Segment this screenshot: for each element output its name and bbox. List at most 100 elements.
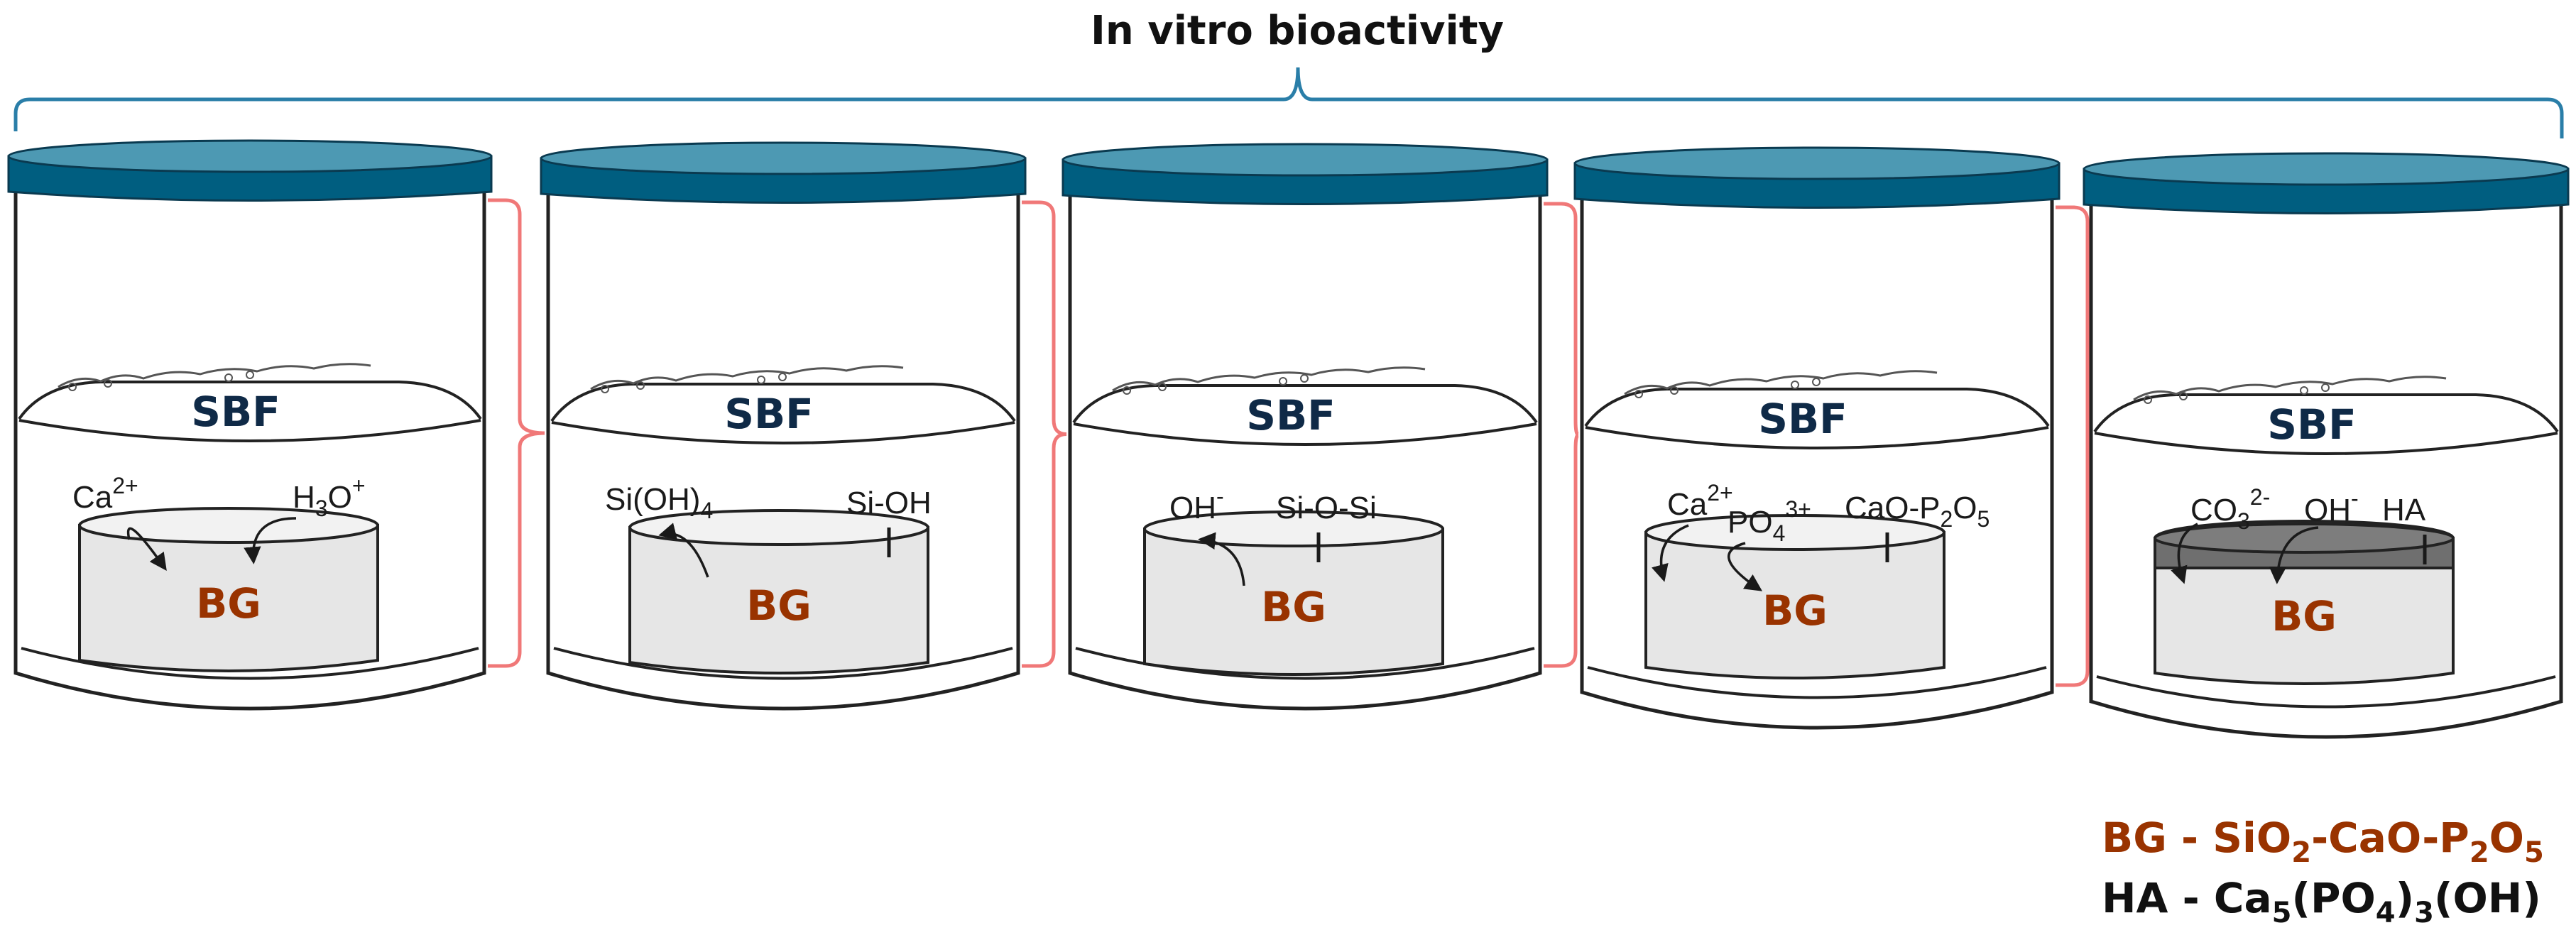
legend-bg-formula: BG - SiO2-CaO-P2O5 xyxy=(2102,814,2544,869)
ion-label: HA xyxy=(2382,493,2426,528)
bubble xyxy=(224,373,233,382)
jar-lid-top xyxy=(1573,146,2061,180)
solution-label: SBF xyxy=(1246,391,1336,439)
transition-bracket xyxy=(1022,200,1067,668)
bg-block-top xyxy=(1644,514,1945,551)
water-surface xyxy=(18,381,482,420)
ion-label: CaO-P2O5 xyxy=(1845,491,1990,532)
water-waves xyxy=(590,365,904,390)
ion-arrow xyxy=(2269,526,2319,584)
water-line xyxy=(1073,422,1537,446)
solution-label: SBF xyxy=(724,390,814,438)
bubble xyxy=(1634,390,1643,398)
jar-bottom-curve xyxy=(21,647,479,680)
bubble xyxy=(246,371,254,379)
bubble xyxy=(68,383,77,391)
ion-arrow xyxy=(1728,542,1763,591)
block-label: BG xyxy=(196,579,261,628)
water-line xyxy=(2094,432,2558,455)
water-line xyxy=(1585,426,2049,449)
bubble xyxy=(2179,392,2188,400)
bubble xyxy=(1279,377,1287,386)
bubble xyxy=(2144,395,2152,404)
water-line xyxy=(551,421,1015,444)
ion-label: Ca2+ xyxy=(1667,480,1733,522)
ion-label: Si-OH xyxy=(846,486,932,520)
bubble xyxy=(601,385,609,393)
block-label: BG xyxy=(1261,583,1326,631)
jar-3: SBF BG OH- Si-O-Si xyxy=(1061,143,1549,711)
bubble xyxy=(1791,381,1799,389)
bubble xyxy=(1123,386,1131,395)
water-line xyxy=(18,419,481,442)
bg-block-top xyxy=(78,507,379,544)
block-label: BG xyxy=(2271,592,2337,640)
water-surface xyxy=(2093,393,2559,433)
transition-bracket xyxy=(2056,205,2090,687)
bubble xyxy=(778,373,787,381)
jar-lid-top xyxy=(1061,143,1549,177)
bg-block: BG xyxy=(1644,514,1945,679)
ion-arrow xyxy=(244,517,297,564)
block-label: BG xyxy=(1762,586,1828,635)
ion-arrow xyxy=(658,523,709,578)
bubble xyxy=(636,381,645,390)
ion-label: PO43+ xyxy=(1728,496,1811,546)
bubble xyxy=(2321,383,2330,392)
bg-block-body xyxy=(628,526,929,674)
block-label: BG xyxy=(746,581,812,630)
ion-arrow xyxy=(1198,532,1245,586)
jar-lid-top xyxy=(540,141,1027,175)
bg-block: BG xyxy=(628,509,929,674)
ion-arrow xyxy=(2171,523,2198,584)
jar-bottom-curve xyxy=(1075,647,1535,680)
jar-4: SBF BG Ca2+PO43+ CaO-P2O5 xyxy=(1573,146,2061,730)
bubble xyxy=(757,376,765,384)
bubble xyxy=(1158,383,1167,391)
jar-lid-top xyxy=(2083,152,2570,186)
jar-lid-top xyxy=(7,139,493,173)
bg-block: BG xyxy=(2154,520,2455,685)
solution-label: SBF xyxy=(1758,395,1848,443)
jar-bottom-curve xyxy=(2096,675,2556,709)
jar-bottom-curve xyxy=(553,647,1013,680)
ion-label: Si(OH)4 xyxy=(605,482,713,523)
bubble xyxy=(104,379,112,388)
water-surface xyxy=(1072,384,1538,424)
water-waves xyxy=(1624,370,1938,395)
ion-arrow xyxy=(1652,524,1689,582)
bg-block-body xyxy=(1143,528,1444,676)
bubble xyxy=(1812,378,1821,386)
solution-label: SBF xyxy=(191,388,280,436)
water-surface xyxy=(1584,388,2050,427)
ion-label: Ca2+ xyxy=(72,473,138,515)
water-waves xyxy=(2133,376,2447,401)
water-surface xyxy=(550,383,1016,422)
bubble xyxy=(1300,374,1309,383)
jar-2: SBF BG Si(OH)4 Si-OH xyxy=(540,141,1027,711)
ion-label: Si-O-Si xyxy=(1276,491,1377,525)
bubble xyxy=(1670,386,1679,395)
transition-bracket xyxy=(1544,202,1579,668)
bg-block-body xyxy=(1644,531,1945,679)
ion-arrow xyxy=(126,527,167,572)
jar-bottom-curve xyxy=(1587,666,2047,699)
bg-block: BG xyxy=(78,507,379,672)
top-brace xyxy=(13,67,2564,138)
diagram-title: In vitro bioactivity xyxy=(1091,8,1504,54)
bg-block-top xyxy=(628,509,929,546)
bubble xyxy=(2300,386,2308,395)
ion-label: OH- xyxy=(1169,483,1224,525)
transition-bracket xyxy=(488,198,545,668)
bg-block: BG xyxy=(1143,510,1444,676)
water-waves xyxy=(1112,366,1426,392)
ion-label: CO32- xyxy=(2190,484,2270,534)
bg-block-top xyxy=(1143,510,1444,547)
legend-ha-formula: HA - Ca5(PO4)3(OH) xyxy=(2102,874,2541,929)
bg-block-body xyxy=(2154,537,2455,685)
